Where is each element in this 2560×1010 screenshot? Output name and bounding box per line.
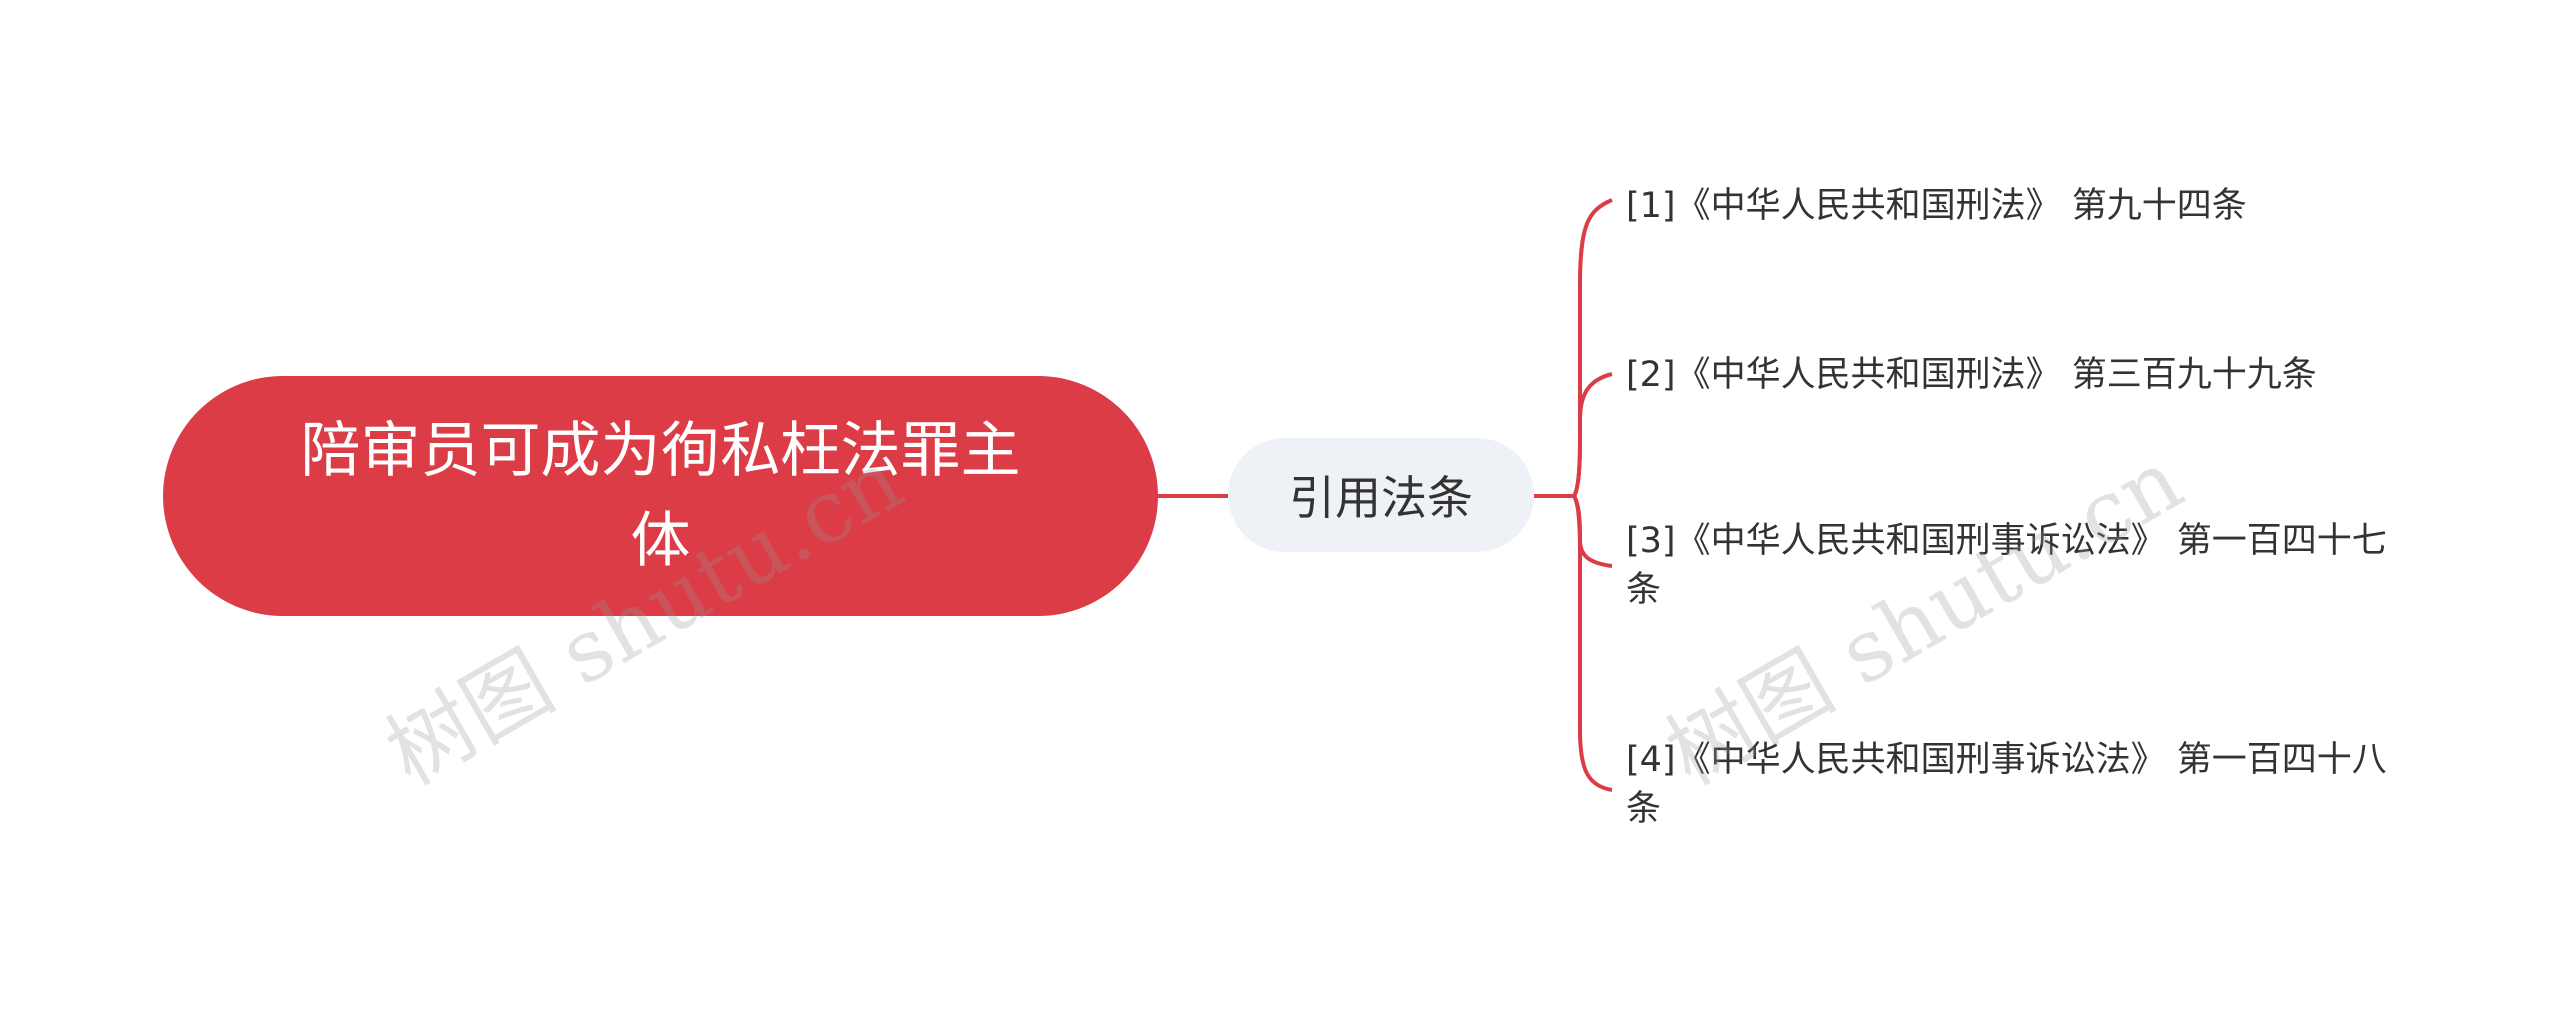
leaf-4-connector bbox=[1572, 494, 1613, 792]
root-title: 陪审员可成为徇私枉法罪主体 bbox=[300, 416, 1021, 576]
root-node[interactable]: 陪审员可成为徇私枉法罪主体 bbox=[163, 376, 1158, 616]
leaf-node[interactable]: [1]《中华人民共和国刑法》 第九十四条 bbox=[1626, 186, 2247, 226]
leaf-node[interactable]: [2]《中华人民共和国刑法》 第三百九十九条 bbox=[1626, 355, 2317, 395]
leaf-node[interactable]: [4]《中华人民共和国刑事诉讼法》 第一百四十八条 bbox=[1626, 740, 2387, 829]
leaf-2-connector bbox=[1572, 372, 1613, 498]
branch-node[interactable]: 引用法条 bbox=[1228, 438, 1534, 552]
branch-label: 引用法条 bbox=[1289, 471, 1473, 525]
leaf-node[interactable]: [3]《中华人民共和国刑事诉讼法》 第一百四十七条 bbox=[1626, 521, 2387, 610]
